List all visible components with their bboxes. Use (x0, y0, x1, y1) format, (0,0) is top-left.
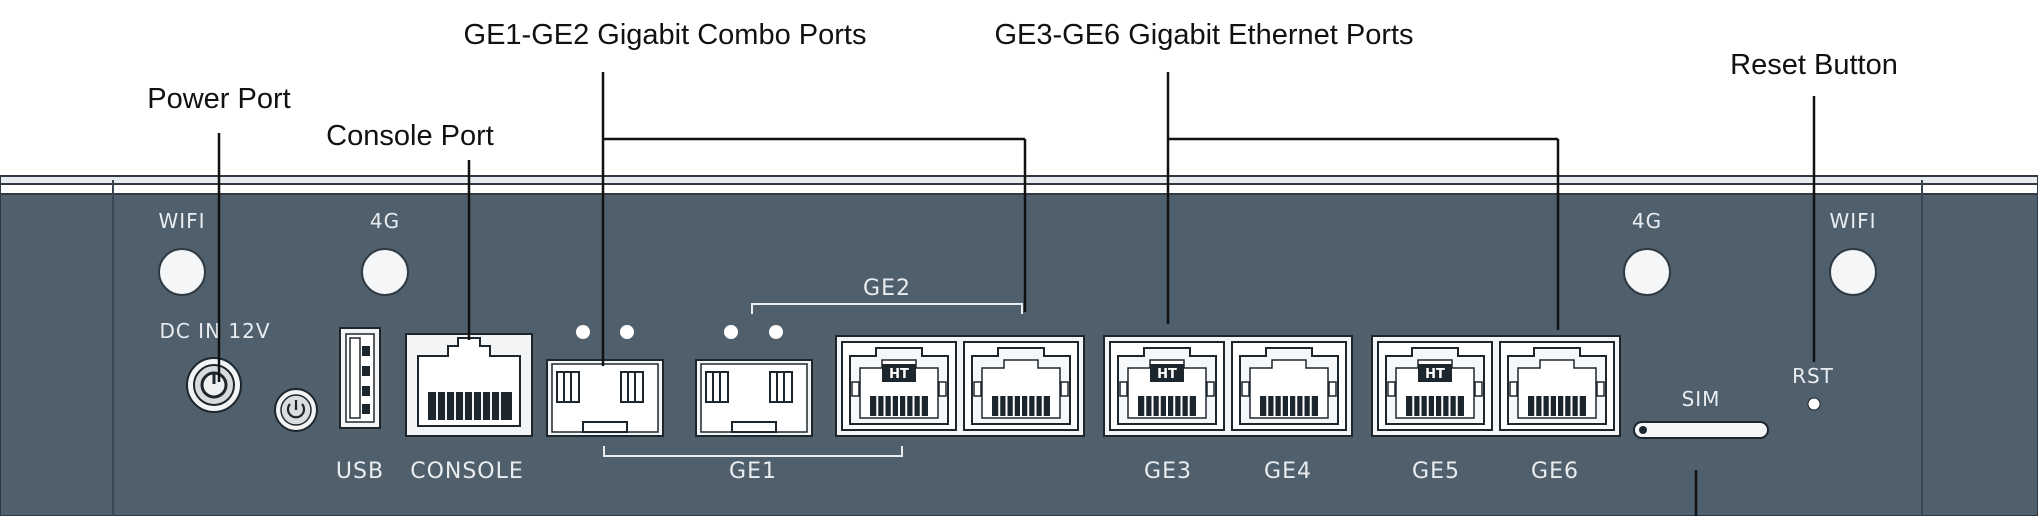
rj45-jack-ge5[interactable]: HT (1377, 341, 1493, 431)
callout-power-port: Power Port (147, 83, 290, 115)
jack-logo: HT (1418, 364, 1452, 382)
power-section: DC IN 12V (159, 319, 318, 432)
label-4g-left: 4G (370, 209, 400, 233)
callout-ethernet-ports: GE3-GE6 Gigabit Ethernet Ports (994, 19, 1413, 51)
rj45-jacks: HT HT HT (841, 341, 1615, 431)
callout-lines (217, 72, 1816, 516)
callout-console-port: Console Port (326, 120, 494, 152)
label-wifi-right: WIFI (1829, 209, 1876, 233)
led (576, 325, 590, 339)
led (769, 325, 783, 339)
label-ge6: GE6 (1531, 459, 1579, 484)
jack-logo: HT (1150, 364, 1184, 382)
label-ge1: GE1 (729, 459, 777, 484)
rj45-jack-ge3[interactable]: HT (1109, 341, 1225, 431)
label-dc-in: DC IN 12V (159, 319, 270, 343)
label-sim: SIM (1682, 387, 1721, 411)
power-button[interactable] (274, 388, 318, 432)
svg-text:HT: HT (1425, 367, 1445, 382)
label-ge2: GE2 (863, 276, 911, 301)
reset-button[interactable] (1807, 397, 1821, 411)
svg-text:HT: HT (1157, 367, 1177, 382)
console-port[interactable] (405, 333, 533, 437)
sfp-port-1[interactable] (546, 359, 664, 437)
antenna-hole-4g-right (1623, 248, 1671, 296)
status-leds (576, 325, 783, 339)
led (724, 325, 738, 339)
antenna-hole-wifi-right (1829, 248, 1877, 296)
label-console: CONSOLE (410, 459, 524, 484)
power-icon (286, 403, 306, 419)
usb-port[interactable] (339, 327, 381, 429)
antenna-hole-wifi-left (158, 248, 206, 296)
antenna-hole-4g-left (361, 248, 409, 296)
sfp-port-2[interactable] (695, 359, 813, 437)
rj45-jack-ge2[interactable]: HT (841, 341, 957, 431)
sim-slot[interactable] (1633, 421, 1769, 439)
led (620, 325, 634, 339)
label-ge3: GE3 (1144, 459, 1192, 484)
rj45-jack-ge4[interactable] (1231, 341, 1347, 431)
label-usb: USB (336, 459, 384, 484)
label-ge5: GE5 (1412, 459, 1460, 484)
label-4g-right: 4G (1632, 209, 1662, 233)
label-rst: RST (1792, 364, 1834, 388)
bracket-ge2 (751, 303, 1023, 314)
callout-combo-ports: GE1-GE2 Gigabit Combo Ports (464, 19, 867, 51)
rj45-jack-ge2b[interactable] (963, 341, 1079, 431)
label-wifi-left: WIFI (158, 209, 205, 233)
jack-logo: HT (882, 364, 916, 382)
antenna-holes: WIFI 4G 4G WIFI (158, 209, 1877, 296)
dc-power-jack[interactable] (186, 357, 242, 413)
svg-text:HT: HT (889, 367, 909, 382)
callout-reset-button: Reset Button (1730, 49, 1898, 81)
rj45-jack-ge6[interactable] (1499, 341, 1615, 431)
label-ge4: GE4 (1264, 459, 1312, 484)
bracket-ge1 (603, 446, 903, 457)
